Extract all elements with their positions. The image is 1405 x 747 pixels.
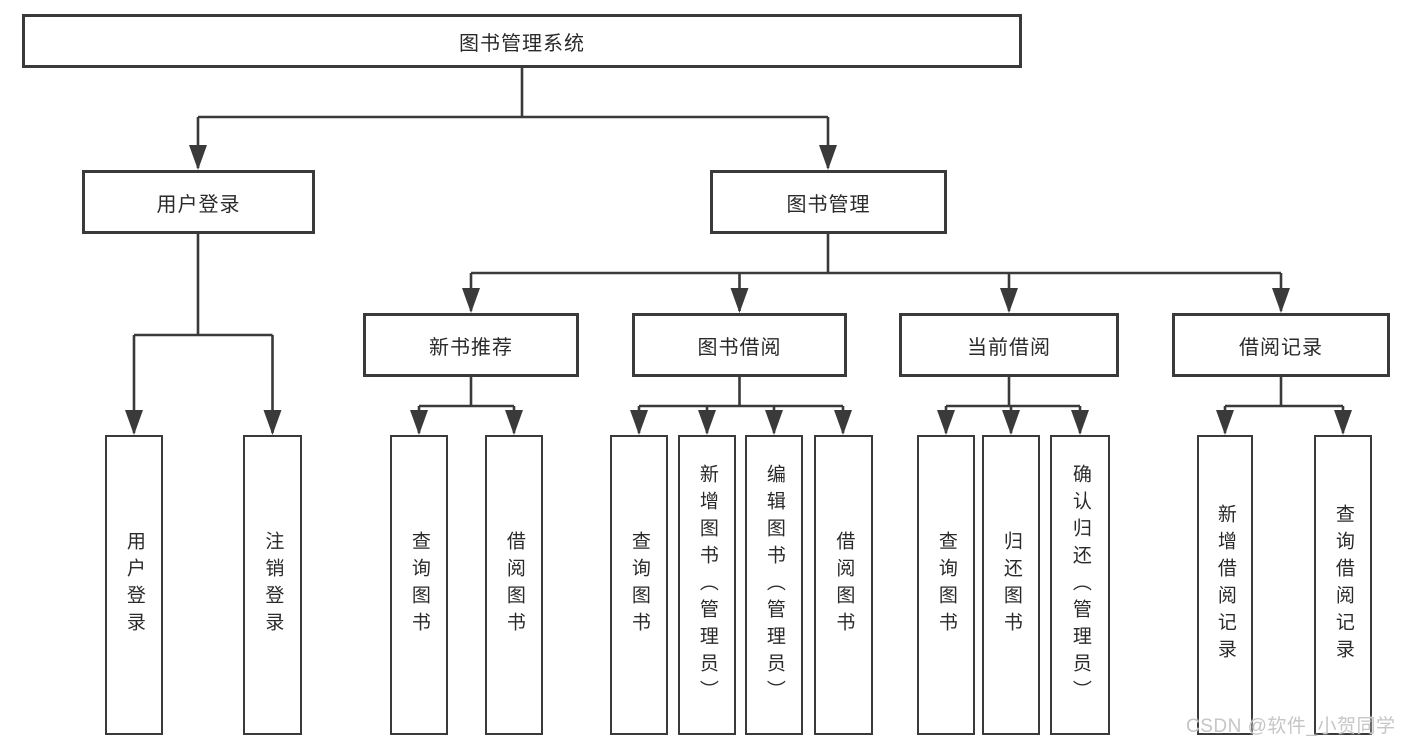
connector-bookmgmt-to-level3 bbox=[462, 234, 1290, 313]
leaf-borrow-books-borrowing: 借阅图书 bbox=[814, 435, 873, 735]
node-book-management: 图书管理 bbox=[710, 170, 947, 234]
node-borrowing-records: 借阅记录 bbox=[1172, 313, 1390, 377]
node-label: 图书借阅 bbox=[697, 336, 782, 359]
leaf-label: 查询借阅记录 bbox=[1332, 504, 1354, 666]
leaf-user-login: 用户登录 bbox=[105, 435, 163, 735]
node-book-borrowing: 图书借阅 bbox=[632, 313, 847, 377]
connector-records-to-leaves bbox=[1216, 377, 1352, 435]
leaf-label: 借阅图书 bbox=[503, 531, 525, 639]
node-label: 当前借阅 bbox=[967, 336, 1051, 359]
node-library-management-system: 图书管理系统 bbox=[22, 14, 1022, 68]
leaf-label: 注销登录 bbox=[262, 531, 284, 639]
node-label: 图书管理系统 bbox=[459, 32, 585, 55]
node-current-borrowing: 当前借阅 bbox=[899, 313, 1119, 377]
leaf-query-books-recommend: 查询图书 bbox=[390, 435, 448, 735]
csdn-watermark: CSDN @软件_小贺同学 bbox=[1186, 716, 1396, 737]
node-label: 用户登录 bbox=[156, 193, 241, 216]
leaf-label: 确认归还（管理员） bbox=[1069, 463, 1091, 707]
leaf-label: 查询图书 bbox=[628, 531, 650, 639]
leaf-borrow-books-recommend: 借阅图书 bbox=[485, 435, 543, 735]
leaf-confirm-return-admin: 确认归还（管理员） bbox=[1050, 435, 1110, 735]
leaf-query-books-borrowing: 查询图书 bbox=[610, 435, 668, 735]
node-label: 新书推荐 bbox=[429, 336, 513, 359]
leaf-logout: 注销登录 bbox=[243, 435, 302, 735]
leaf-return-books: 归还图书 bbox=[982, 435, 1040, 735]
leaf-add-book-admin: 新增图书（管理员） bbox=[678, 435, 736, 735]
node-new-book-recommend: 新书推荐 bbox=[363, 313, 579, 377]
leaf-label: 借阅图书 bbox=[833, 531, 855, 639]
leaf-label: 查询图书 bbox=[935, 531, 957, 639]
node-label: 借阅记录 bbox=[1239, 336, 1323, 359]
leaf-label: 查询图书 bbox=[408, 531, 430, 639]
leaf-label: 新增借阅记录 bbox=[1214, 504, 1236, 666]
node-label: 图书管理 bbox=[786, 193, 871, 216]
leaf-query-borrow-record: 查询借阅记录 bbox=[1314, 435, 1372, 735]
connector-root-to-level2 bbox=[189, 68, 837, 170]
leaf-add-borrow-record: 新增借阅记录 bbox=[1197, 435, 1253, 735]
leaf-label: 用户登录 bbox=[123, 531, 145, 639]
connector-userlogin-to-leaves bbox=[125, 234, 282, 435]
connector-currentborrow-to-leaves bbox=[937, 377, 1089, 435]
connector-bookborrow-to-leaves bbox=[630, 377, 852, 435]
node-user-login: 用户登录 bbox=[82, 170, 315, 234]
connector-newbook-to-leaves bbox=[410, 377, 523, 435]
leaf-label: 编辑图书（管理员） bbox=[763, 463, 785, 707]
leaf-query-books-current: 查询图书 bbox=[917, 435, 975, 735]
leaf-label: 新增图书（管理员） bbox=[696, 463, 718, 707]
leaf-edit-book-admin: 编辑图书（管理员） bbox=[745, 435, 803, 735]
leaf-label: 归还图书 bbox=[1000, 531, 1022, 639]
